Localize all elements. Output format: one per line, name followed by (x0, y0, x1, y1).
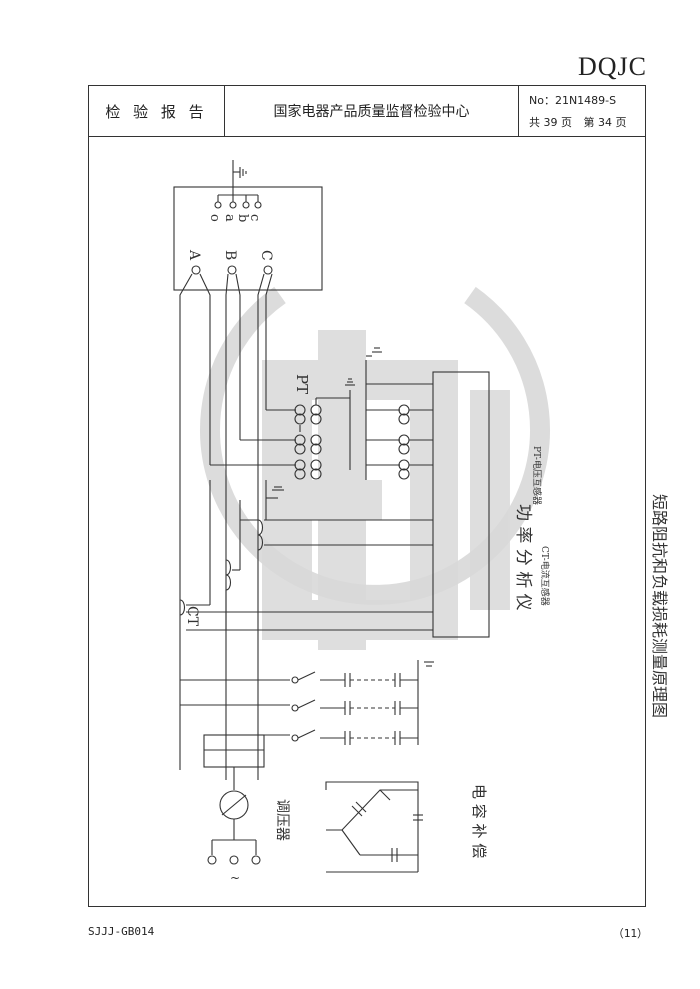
brand-mark: DQJC (578, 52, 648, 81)
pt-sensor-label: PT-电压互感器 (531, 446, 543, 505)
capacitor-bank (291, 671, 418, 745)
center-name: 国家电器产品质量监督检验中心 (225, 86, 519, 136)
page-current: 第 34 页 (583, 116, 627, 129)
report-header: 检 验 报 告 国家电器产品质量监督检验中心 No：21N1489-S 共 39… (88, 85, 646, 137)
terminal-A: A (186, 249, 202, 261)
pt-transformers (294, 404, 322, 480)
report-number: No：21N1489-S (529, 94, 617, 107)
terminal-b: b (235, 214, 250, 222)
analyzer-label: 功 率 分 析 仪 (513, 504, 533, 611)
transformer-box (173, 186, 323, 291)
capacitor-label: 电 容 补 偿 (470, 784, 488, 858)
pages-total: 共 39 页 (529, 116, 572, 129)
ct-sensor-label: CT-电流互感器 (539, 546, 551, 606)
regulator-label: 调压器 (274, 799, 290, 841)
power-analyzer-box (432, 371, 490, 638)
diagram-frame (88, 137, 646, 907)
pt-label: PT (293, 374, 311, 394)
terminal-c: c (247, 214, 262, 221)
report-meta: No：21N1489-S 共 39 页 第 34 页 (519, 86, 645, 136)
terminal-C: C (258, 250, 274, 261)
footer-page-number: （11） (612, 927, 648, 940)
diagram-title: 短路阻抗和负载损耗测量原理图 (650, 494, 669, 718)
page-info: 共 39 页 第 34 页 (529, 114, 645, 130)
terminal-o: o (207, 214, 222, 222)
terminal-a: a (222, 214, 237, 222)
form-code: SJJJ-GB014 (88, 925, 155, 938)
ac-symbol: ~ (230, 871, 240, 885)
terminal-B: B (222, 250, 238, 260)
report-label: 检 验 报 告 (89, 86, 225, 136)
ct-label: CT (184, 606, 200, 627)
